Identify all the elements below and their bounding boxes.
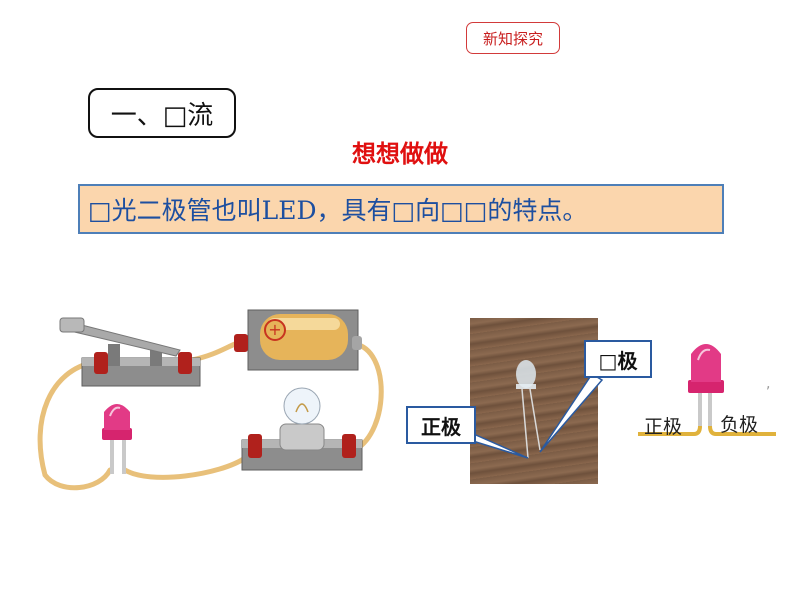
diagram-anode-label: 正极 [644,416,683,438]
statement-box: □光二极管也叫LED，具有□向□□的特点。 [78,184,724,234]
section-badge: 新知探究 [466,22,560,54]
anode-callout: 正极 [406,406,476,444]
battery: + [234,309,362,371]
cathode-callout: □极 [584,340,652,378]
section-heading: 一、□流 [88,88,236,138]
led-polarity-diagram: , [638,344,776,436]
switch [59,317,201,387]
svg-text:+: + [268,320,281,339]
subtitle-row: 想想做做 [0,134,800,169]
led-component [102,404,132,474]
circuit-illustration: + [37,309,384,491]
diagram-cathode-label: 负极 [720,414,759,436]
subtitle: 想想做做 [352,140,448,168]
cathode-callout-label: □极 [598,348,638,373]
svg-text:,: , [766,376,770,392]
statement-text: □光二极管也叫LED，具有□向□□的特点。 [88,196,588,225]
diagram-led [688,344,724,428]
anode-callout-label: 正极 [421,414,461,439]
light-bulb [241,387,363,471]
led-photo-drawing [516,360,541,459]
